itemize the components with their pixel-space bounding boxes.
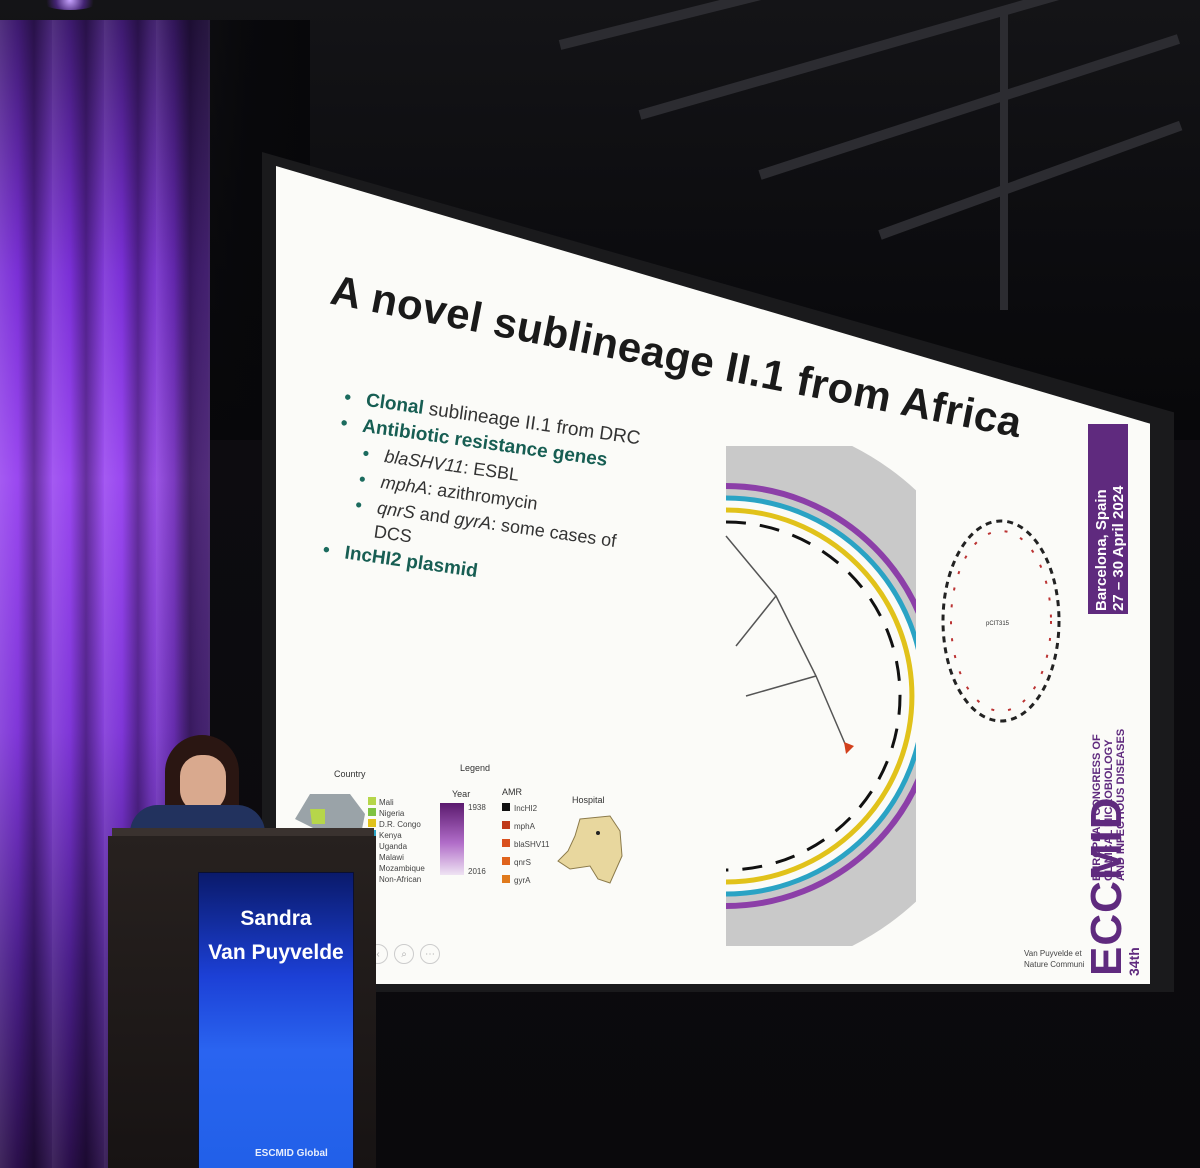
gyra-swatch	[502, 875, 510, 883]
amr-ring	[725, 507, 915, 885]
drc-shape	[557, 815, 623, 884]
year-max-label: 1938	[468, 803, 486, 812]
speaker-last-name: Van Puyvelde	[208, 941, 344, 964]
plasmid-label: pCIT315	[986, 621, 1010, 627]
mpha-swatch	[502, 821, 510, 829]
truss-post	[1000, 10, 1008, 310]
nigeria-swatch	[368, 808, 376, 816]
podium-name-display: Sandra Van Puyvelde	[198, 872, 354, 1168]
year-min-label: 2016	[468, 867, 486, 876]
slide-nav-icons: ‹ ⌕ ⋯	[368, 944, 440, 964]
speaker-face	[180, 755, 226, 813]
legend-hospital-title: Hospital	[572, 795, 605, 805]
plasmid-map-figure: pCIT315	[941, 519, 1061, 723]
event-date-tag	[1088, 424, 1128, 614]
event-edition: 34th	[1126, 947, 1142, 976]
legend-amr-title: AMR	[502, 787, 522, 797]
truss-beam	[878, 120, 1183, 240]
blashv11-swatch	[502, 839, 510, 847]
drc-map	[557, 815, 623, 884]
eccmid-logo: ECCMID	[1082, 796, 1131, 976]
speaker-first-name: Sandra	[240, 907, 312, 930]
legend-country-title: Country	[334, 769, 366, 779]
drc-swatch	[368, 819, 376, 827]
highlight-arrow-icon	[844, 742, 854, 754]
plasmid-ring	[725, 520, 902, 872]
event-dates: 27 – 30 April 2024	[1110, 485, 1127, 611]
phylogenetic-tree-figure	[725, 446, 916, 946]
inchi2-swatch	[502, 803, 510, 811]
event-city: Barcelona, Spain	[1093, 489, 1110, 611]
tree-branches	[725, 535, 847, 747]
plasmid-ring-inner	[950, 530, 1052, 712]
truss-beam	[758, 34, 1181, 180]
qnrs-swatch	[502, 857, 510, 865]
mali-region	[310, 809, 325, 824]
legend-year-title: Year	[452, 789, 471, 799]
stage-light	[40, 0, 100, 10]
hospital-marker-icon	[596, 831, 600, 835]
country-ring	[725, 495, 916, 897]
search-icon: ⌕	[394, 944, 414, 964]
legend-heading: Legend	[460, 763, 491, 773]
year-ring	[725, 483, 916, 909]
year-gradient-bar	[440, 803, 464, 875]
bullet-list: • Clonal sublineage II.1 from DRC • Anti…	[321, 386, 673, 610]
more-icon: ⋯	[420, 944, 440, 964]
escmid-global-logo: ESCMID Global	[255, 1148, 328, 1159]
tree-outer-rings	[725, 446, 916, 946]
mali-swatch	[368, 797, 376, 805]
plasmid-ring-outer	[941, 519, 1061, 723]
slide-citation: Van Puyvelde et al., 2019, Nature Commun…	[1024, 949, 1117, 969]
truss-beam	[558, 0, 1183, 50]
